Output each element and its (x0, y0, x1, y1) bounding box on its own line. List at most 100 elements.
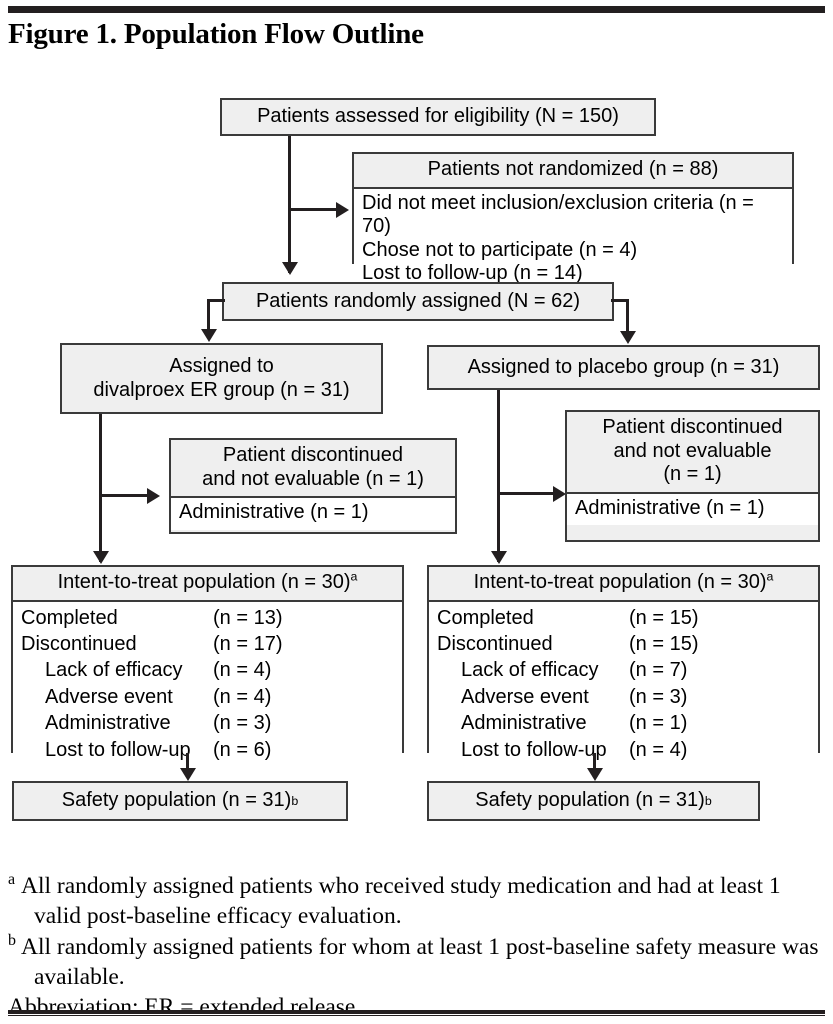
node-patients-assessed: Patients assessed for eligibility (N = 1… (220, 98, 656, 136)
row-value: (n = 15) (629, 632, 699, 655)
connector-divalproex-down (99, 414, 102, 562)
connector-placebo-to-disc (497, 492, 555, 495)
node-assigned-divalproex: Assigned to divalproex ER group (n = 31) (60, 343, 383, 414)
node-disc-placebo-line1: Patient discontinued (602, 416, 783, 438)
connector-assessed-to-not-randomized (288, 208, 338, 211)
node-safety-placebo-label: Safety population (n = 31)b (475, 789, 712, 812)
footnote-b: b All randomly assigned patients for whom… (8, 931, 826, 993)
node-assigned-divalproex-line1: Assigned to (169, 354, 274, 377)
row-value: (n = 4) (629, 738, 688, 761)
footnote-marker-a: a (766, 569, 774, 584)
arrowhead-to-randomized (282, 262, 298, 275)
node-disc-placebo-body: Administrative (n = 1) (567, 493, 818, 526)
node-assigned-divalproex-line2: divalproex ER group (n = 31) (93, 378, 350, 401)
node-itt-placebo-body: Completed (n = 15) Discontinued (n = 15)… (429, 601, 818, 768)
node-itt-divalproex: Intent-to-treat population (n = 30)a Com… (11, 565, 404, 768)
row-label: Lack of efficacy (45, 659, 183, 682)
footnote-a: a All randomly assigned patients who rece… (8, 872, 826, 932)
connector-randomized-right-v (626, 299, 629, 337)
node-assigned-placebo-label: Assigned to placebo group (n = 31) (467, 355, 780, 378)
node-disc-divalproex-line1: Patient discontinued (222, 444, 404, 466)
row-value: (n = 7) (629, 659, 688, 682)
row-value: (n = 3) (629, 685, 688, 708)
row-label: Discontinued (21, 632, 137, 655)
footnote-b-marker: b (8, 931, 16, 949)
table-row: Discontinued (n = 17) (21, 631, 394, 657)
table-row: Adverse event (n = 3) (437, 684, 810, 710)
footnotes-block: a All randomly assigned patients who rece… (8, 872, 826, 1024)
node-safety-divalproex: Safety population (n = 31)b (12, 781, 348, 821)
row-value: (n = 3) (213, 712, 272, 735)
node-disc-placebo-line2: and not evaluable (613, 439, 772, 462)
row-label: Completed (437, 606, 534, 629)
node-safety-placebo-text: Safety population (n = 31) (475, 789, 705, 812)
list-item: Lost to follow-up (n = 14) (362, 262, 583, 285)
node-itt-placebo: Intent-to-treat population (n = 30)a Com… (427, 565, 820, 768)
row-label: Administrative (45, 712, 171, 735)
table-row: Administrative (n = 3) (21, 710, 394, 736)
node-assigned-divalproex-label: Assigned to divalproex ER group (n = 31) (62, 345, 381, 412)
list-item: Did not meet inclusion/exclusion criteri… (362, 191, 754, 238)
top-rule (8, 6, 825, 13)
node-itt-divalproex-header-text: Intent-to-treat population (n = 30) (57, 571, 351, 593)
row-label: Lost to follow-up (45, 738, 191, 761)
node-safety-divalproex-label: Safety population (n = 31)b (61, 789, 299, 812)
list-item: Chose not to participate (n = 4) (362, 238, 638, 261)
table-row: Administrative (n = 1) (437, 710, 810, 736)
row-value: (n = 4) (213, 659, 272, 682)
node-itt-divalproex-body: Completed (n = 13) Discontinued (n = 17)… (13, 601, 402, 768)
row-value: (n = 15) (629, 606, 699, 629)
arrowhead-to-disc-placebo (553, 486, 566, 502)
node-patients-randomized: Patients randomly assigned (N = 62) (222, 282, 614, 321)
row-value: (n = 6) (213, 738, 272, 761)
row-label: Adverse event (461, 685, 589, 708)
node-discontinued-divalproex: Patient discontinued and not evaluable (… (169, 438, 457, 534)
node-discontinued-placebo: Patient discontinued and not evaluable (… (565, 410, 820, 542)
connector-divalproex-to-disc (99, 494, 149, 497)
row-label: Administrative (461, 712, 587, 735)
node-disc-divalproex-header: Patient discontinued and not evaluable (… (171, 440, 455, 499)
row-value: (n = 1) (629, 712, 688, 735)
row-label: Adverse event (45, 685, 173, 708)
table-row: Discontinued (n = 15) (437, 631, 810, 657)
connector-randomized-right-h (611, 299, 629, 302)
arrowhead-to-not-randomized (336, 202, 349, 218)
footnote-a-marker: a (8, 871, 16, 889)
footnote-a-text: All randomly assigned patients who recei… (21, 873, 781, 929)
arrowhead-to-placebo-group (620, 331, 636, 344)
node-disc-placebo-header: Patient discontinued and not evaluable (… (567, 412, 818, 494)
arrowhead-to-itt-divalproex (93, 551, 109, 564)
list-item: Administrative (n = 1) (179, 501, 369, 524)
node-disc-divalproex-body: Administrative (n = 1) (171, 498, 455, 530)
node-patients-assessed-label: Patients assessed for eligibility (N = 1… (257, 105, 619, 128)
node-patients-randomized-label: Patients randomly assigned (N = 62) (255, 289, 581, 312)
table-row: Lost to follow-up (n = 6) (21, 737, 394, 763)
row-value: (n = 17) (213, 632, 283, 655)
node-safety-divalproex-text: Safety population (n = 31) (61, 789, 292, 812)
abbreviation-note: Abbreviation: ER = extended release. (8, 994, 362, 1021)
node-itt-placebo-header: Intent-to-treat population (n = 30)a (429, 567, 818, 602)
connector-randomized-left-h (207, 299, 225, 302)
table-row: Lack of efficacy (n = 4) (21, 657, 394, 683)
connector-randomized-left-v (207, 299, 210, 335)
row-label: Discontinued (437, 632, 553, 655)
node-disc-divalproex-line2: and not evaluable (n = 1) (202, 467, 424, 490)
footnote-b-text: All randomly assigned patients for whom … (21, 933, 819, 990)
table-row: Lack of efficacy (n = 7) (437, 657, 810, 683)
list-item: Administrative (n = 1) (575, 496, 765, 519)
table-row: Adverse event (n = 4) (21, 684, 394, 710)
table-row: Completed (n = 15) (437, 605, 810, 631)
arrowhead-to-itt-placebo (491, 551, 507, 564)
node-safety-placebo: Safety population (n = 31)b (427, 781, 760, 821)
row-label: Lost to follow-up (461, 738, 607, 761)
node-not-randomized-header: Patients not randomized (n = 88) (354, 154, 792, 189)
connector-itt-placebo-to-safety (593, 753, 596, 771)
node-disc-placebo-line3: (n = 1) (663, 463, 722, 486)
node-patients-not-randomized: Patients not randomized (n = 88) Did not… (352, 152, 794, 291)
connector-itt-divalproex-to-safety (186, 753, 189, 771)
row-label: Lack of efficacy (461, 659, 599, 682)
arrowhead-to-disc-divalproex (147, 488, 160, 504)
node-not-randomized-body: Did not meet inclusion/exclusion criteri… (354, 188, 792, 291)
connector-assessed-down (288, 136, 291, 273)
